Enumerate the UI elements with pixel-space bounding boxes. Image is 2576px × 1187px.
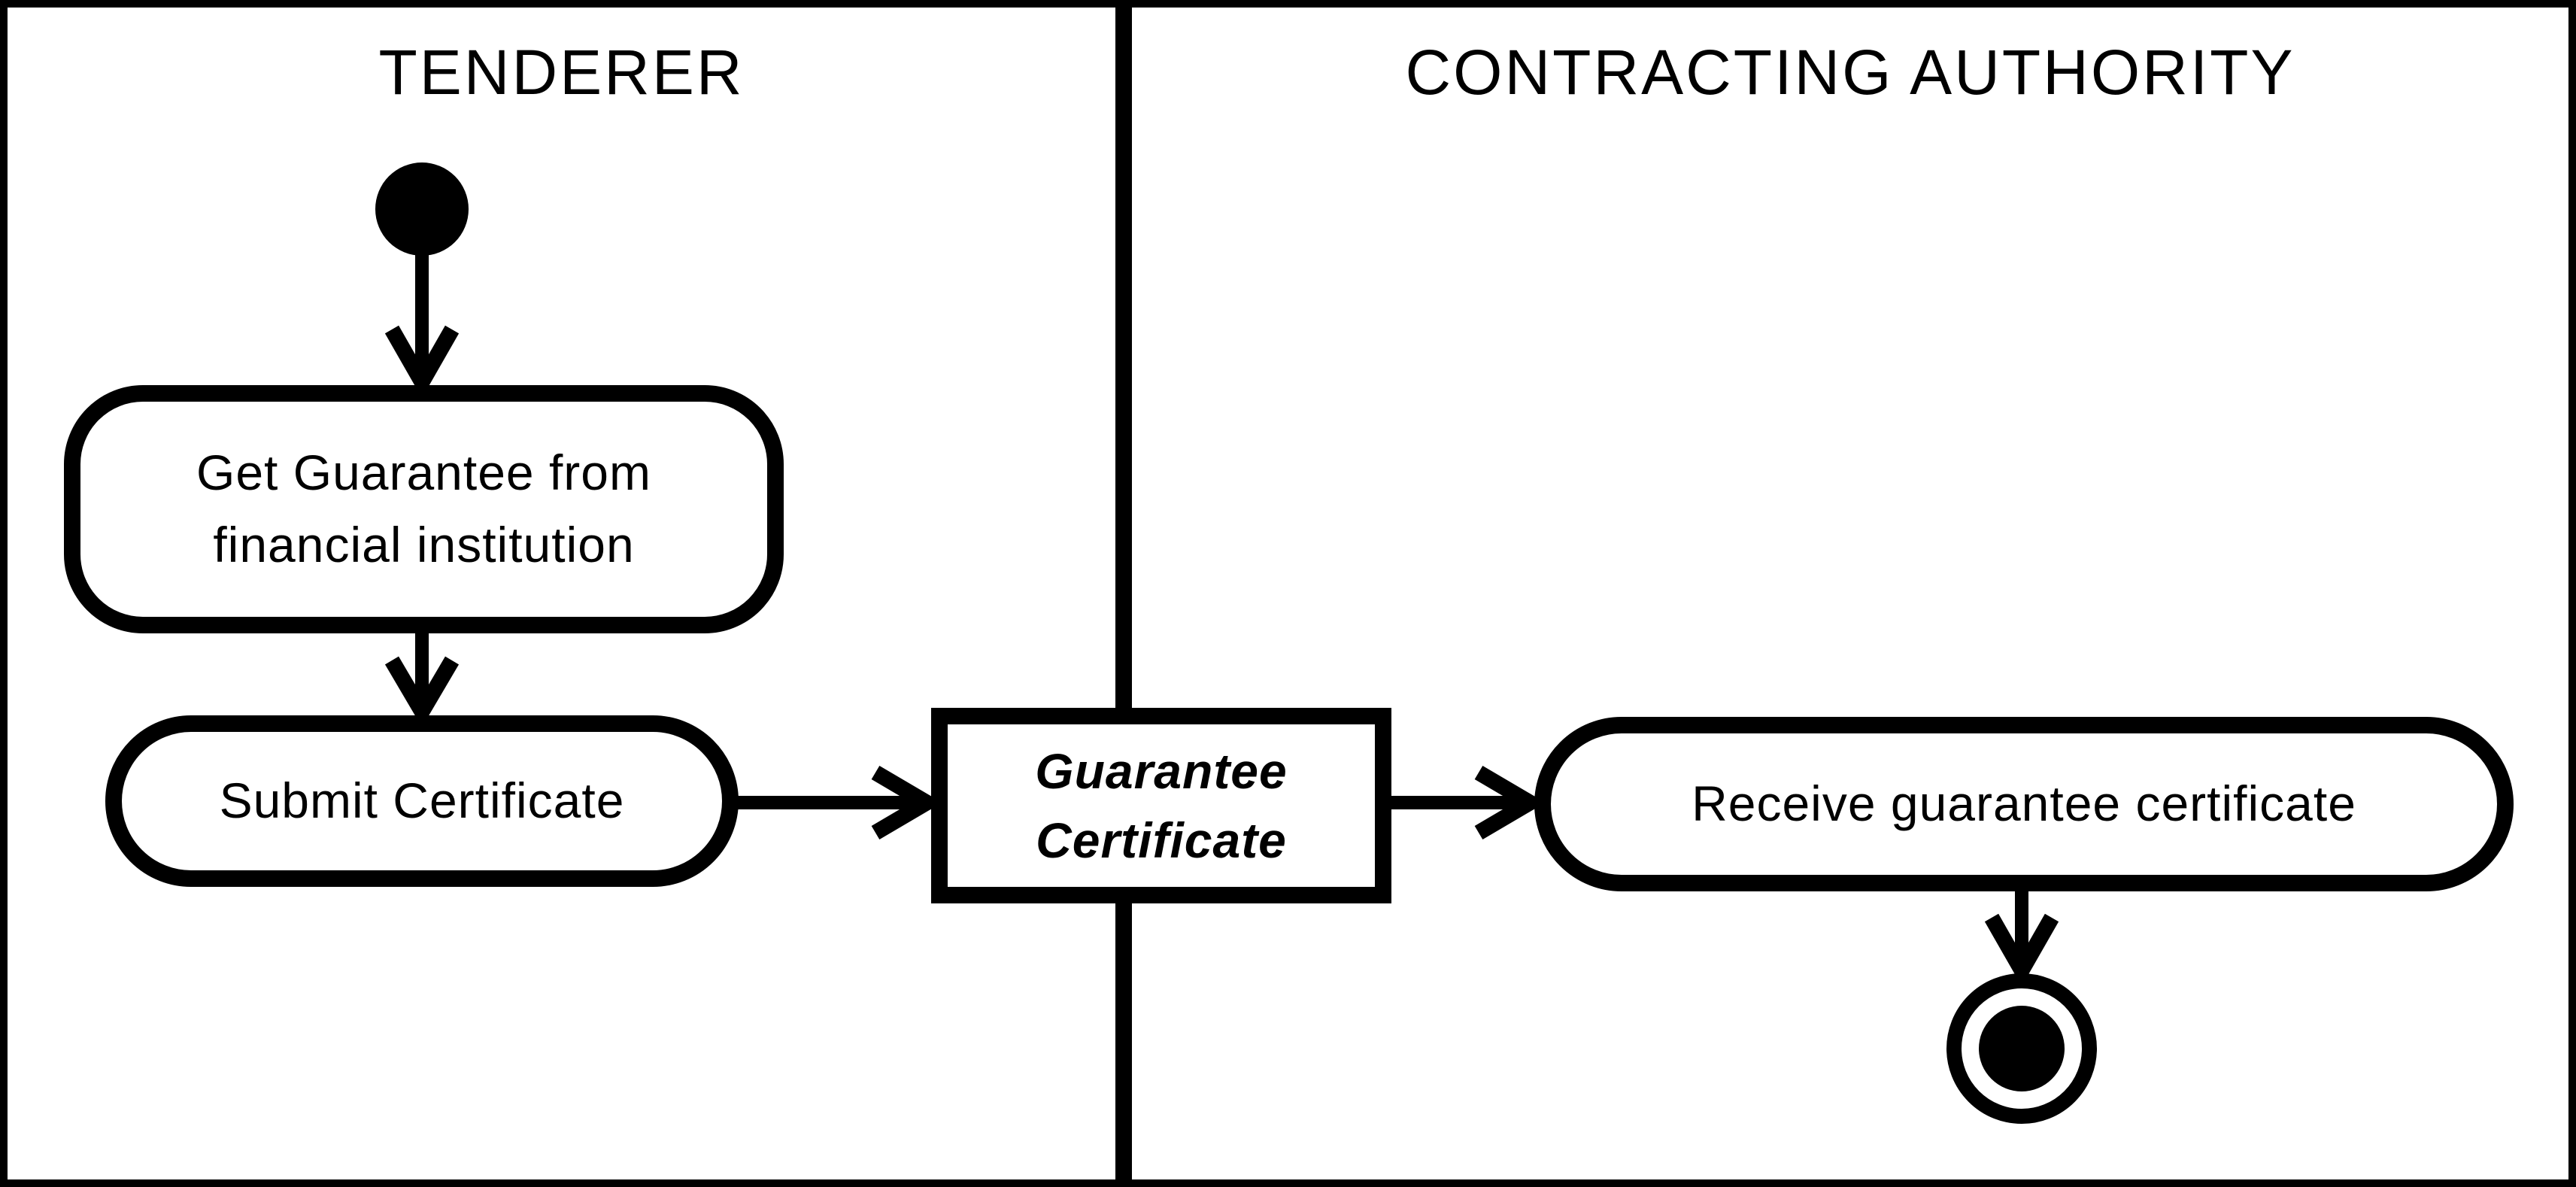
object-node-guarantee-certificate: Guarantee Certificate	[931, 708, 1391, 903]
edge-object-node-to-receive	[1390, 765, 1546, 840]
activity-label-line: Get Guarantee from	[196, 445, 651, 501]
activity-label: Submit Certificate	[219, 773, 625, 829]
activity-submit-certificate: Submit Certificate	[105, 715, 739, 887]
object-node-label-line: Certificate	[1036, 812, 1287, 868]
edge-initial-to-get-guarantee	[384, 254, 460, 399]
object-node-label-line: Guarantee	[1035, 742, 1288, 799]
activity-final-node-icon	[1946, 973, 2097, 1124]
activity-label: Receive guarantee certificate	[1692, 776, 2356, 832]
lane-title-tenderer: TENDERER	[378, 37, 745, 108]
edge-receive-to-final	[1984, 890, 2059, 987]
lane-title-contracting-authority: CONTRACTING AUTHORITY	[1405, 37, 2295, 108]
edge-get-guarantee-to-submit	[384, 633, 460, 727]
initial-node-icon	[375, 162, 469, 256]
activity-receive-certificate: Receive guarantee certificate	[1534, 717, 2514, 891]
activity-label-line: financial institution	[213, 517, 635, 572]
diagram-connectors	[375, 162, 2097, 1124]
activity-get-guarantee: Get Guarantee from financial institution	[64, 385, 784, 633]
edge-submit-to-object-node	[737, 765, 942, 840]
